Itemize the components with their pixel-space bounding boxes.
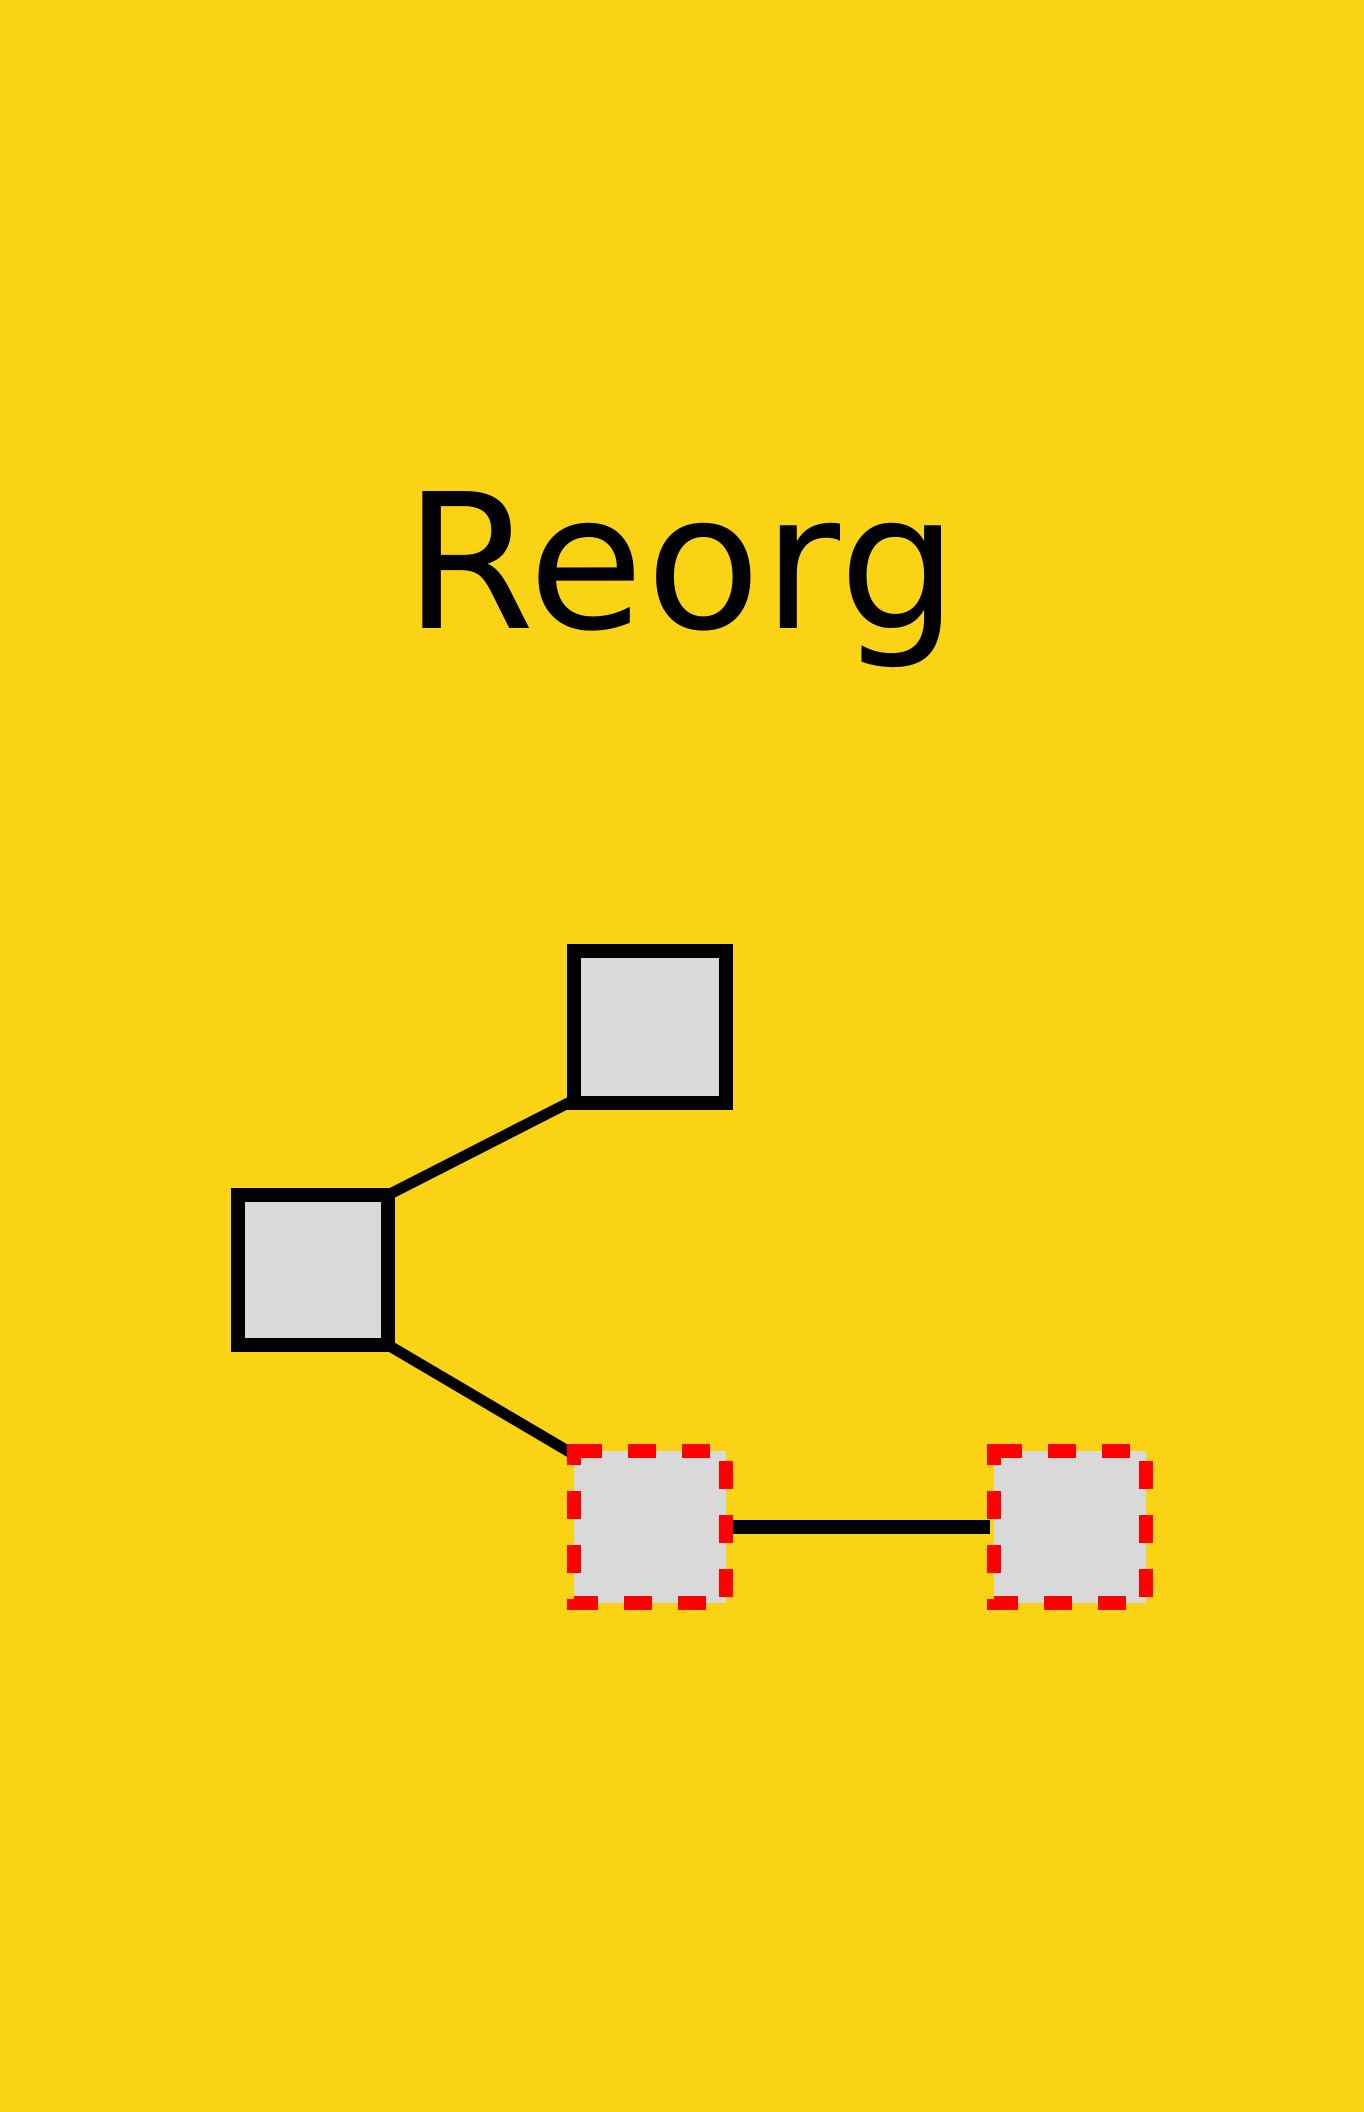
node-lower-child — [567, 1444, 733, 1610]
node-lower-grandchild — [987, 1444, 1153, 1610]
edge-root-lower-child — [385, 1340, 581, 1462]
node-root — [231, 1188, 395, 1352]
edge-root-upper-child — [385, 1093, 581, 1200]
page-title: Reorg — [403, 454, 961, 673]
node-upper-child — [567, 944, 733, 1110]
